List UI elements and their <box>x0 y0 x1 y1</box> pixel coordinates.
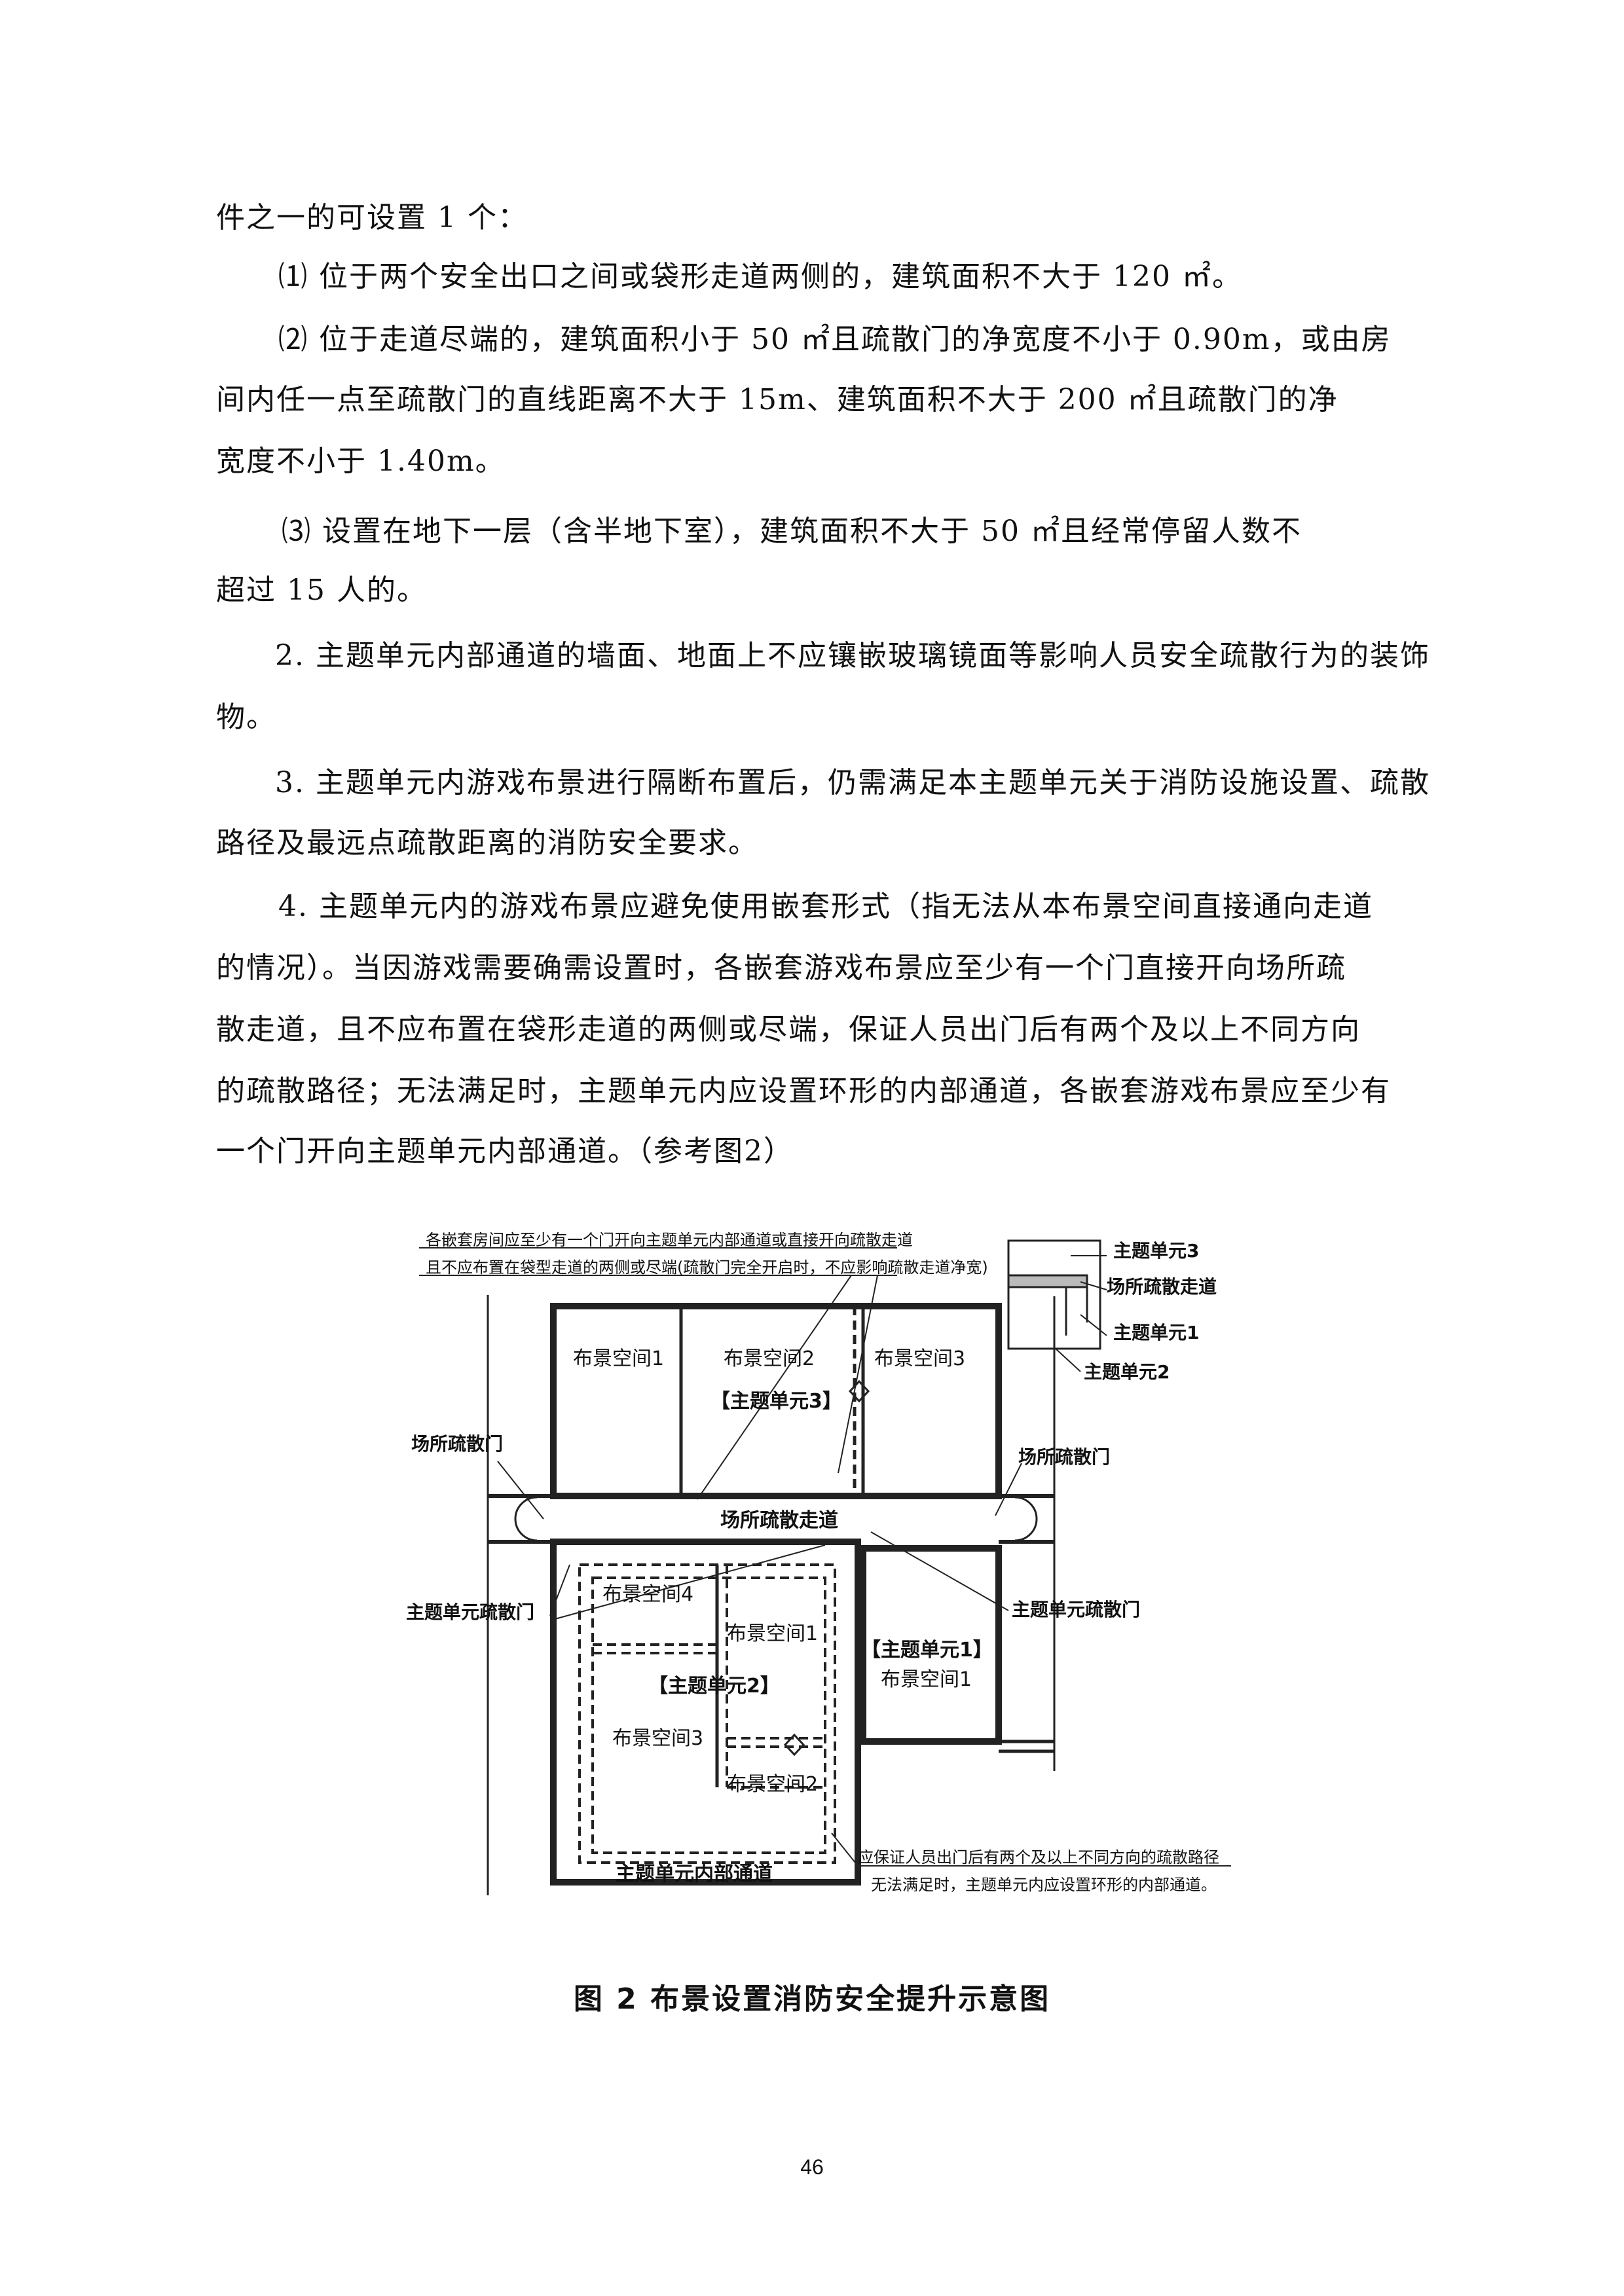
note-top: 各嵌套房间应至少有一个门开向主题单元内部通道或直接开向疏散走道 <box>426 1231 913 1249</box>
text-line: 宽度不小于 1.40m。 <box>216 445 506 478</box>
space-label: 布景空间3 <box>612 1727 703 1750</box>
note-bottom: 应保证人员出门后有两个及以上不同方向的疏散路径 <box>858 1848 1219 1867</box>
unit-label: 【主题单元1】 <box>861 1639 993 1662</box>
space-label: 布景空间3 <box>874 1347 965 1370</box>
text-line: 的情况）。当因游戏需要确需设置时，各嵌套游戏布景应至少有一个门直接开向场所疏 <box>216 951 1346 985</box>
text-line: 超过 15 人的。 <box>216 574 427 607</box>
legend-label: 主题单元2 <box>1084 1361 1170 1383</box>
legend-label: 主题单元1 <box>1113 1322 1199 1343</box>
note-top: 且不应布置在袋型走道的两侧或尽端(疏散门完全开启时，不应影响疏散走道净宽) <box>426 1258 988 1277</box>
unit-exit-label: 主题单元疏散门 <box>1012 1599 1140 1620</box>
text-line: 间内任一点至疏散门的直线距离不大于 15m、建筑面积不大于 200 ㎡且疏散门的… <box>216 383 1338 416</box>
note-bottom: 无法满足时，主题单元内应设置环形的内部通道。 <box>871 1876 1217 1894</box>
text-line: ⑶ 设置在地下一层（含半地下室），建筑面积不大于 50 ㎡且经常停留人数不 <box>282 515 1302 548</box>
legend-label: 场所疏散走道 <box>1107 1276 1217 1298</box>
corridor-label: 场所疏散走道 <box>720 1509 838 1532</box>
text-line: 2. 主题单元内部通道的墙面、地面上不应镶嵌玻璃镜面等影响人员安全疏散行为的装饰 <box>275 639 1430 672</box>
space-label: 布景空间1 <box>727 1622 818 1645</box>
unit-label: 【主题单元2】 <box>648 1675 780 1698</box>
space-label: 布景空间1 <box>573 1347 664 1370</box>
text-line: ⑴ 位于两个安全出口之间或袋形走道两侧的，建筑面积不大于 120 ㎡。 <box>278 260 1242 293</box>
unit-label: 【主题单元3】 <box>710 1390 842 1413</box>
exit-label: 场所疏散门 <box>411 1433 503 1455</box>
space-label: 布景空间2 <box>724 1347 815 1370</box>
text-line: 一个门开向主题单元内部通道。（参考图2） <box>216 1135 794 1168</box>
text-line: 路径及最远点疏散距离的消防安全要求。 <box>216 826 758 860</box>
unit-exit-label: 主题单元疏散门 <box>406 1601 534 1623</box>
figure-caption: 图 2 布景设置消防安全提升示意图 <box>573 1982 1051 2016</box>
text-line: 4. 主题单元内的游戏布景应避免使用嵌套形式（指无法从本布景空间直接通向走道 <box>278 890 1373 923</box>
text-line: ⑵ 位于走道尽端的，建筑面积小于 50 ㎡且疏散门的净宽度不小于 0.90m，或… <box>278 323 1392 356</box>
space-label: 布景空间4 <box>602 1583 693 1606</box>
page-number: 46 <box>800 2155 824 2179</box>
text-line: 物。 <box>216 701 276 734</box>
space-label: 布景空间1 <box>881 1668 972 1691</box>
text-line: 散走道，且不应布置在袋形走道的两侧或尽端，保证人员出门后有两个及以上不同方向 <box>216 1013 1361 1046</box>
text-line: 件之一的可设置 1 个： <box>216 201 528 234</box>
text-line: 3. 主题单元内游戏布景进行隔断布置后，仍需满足本主题单元关于消防设施设置、疏散 <box>275 766 1430 799</box>
space-label: 布景空间2 <box>727 1773 818 1796</box>
text-line: 的疏散路径；无法满足时，主题单元内应设置环形的内部通道，各嵌套游戏布景应至少有 <box>216 1074 1391 1108</box>
passage-label: 主题单元内部通道 <box>616 1863 773 1886</box>
exit-label: 场所疏散门 <box>1018 1446 1110 1468</box>
legend-label: 主题单元3 <box>1113 1240 1199 1262</box>
